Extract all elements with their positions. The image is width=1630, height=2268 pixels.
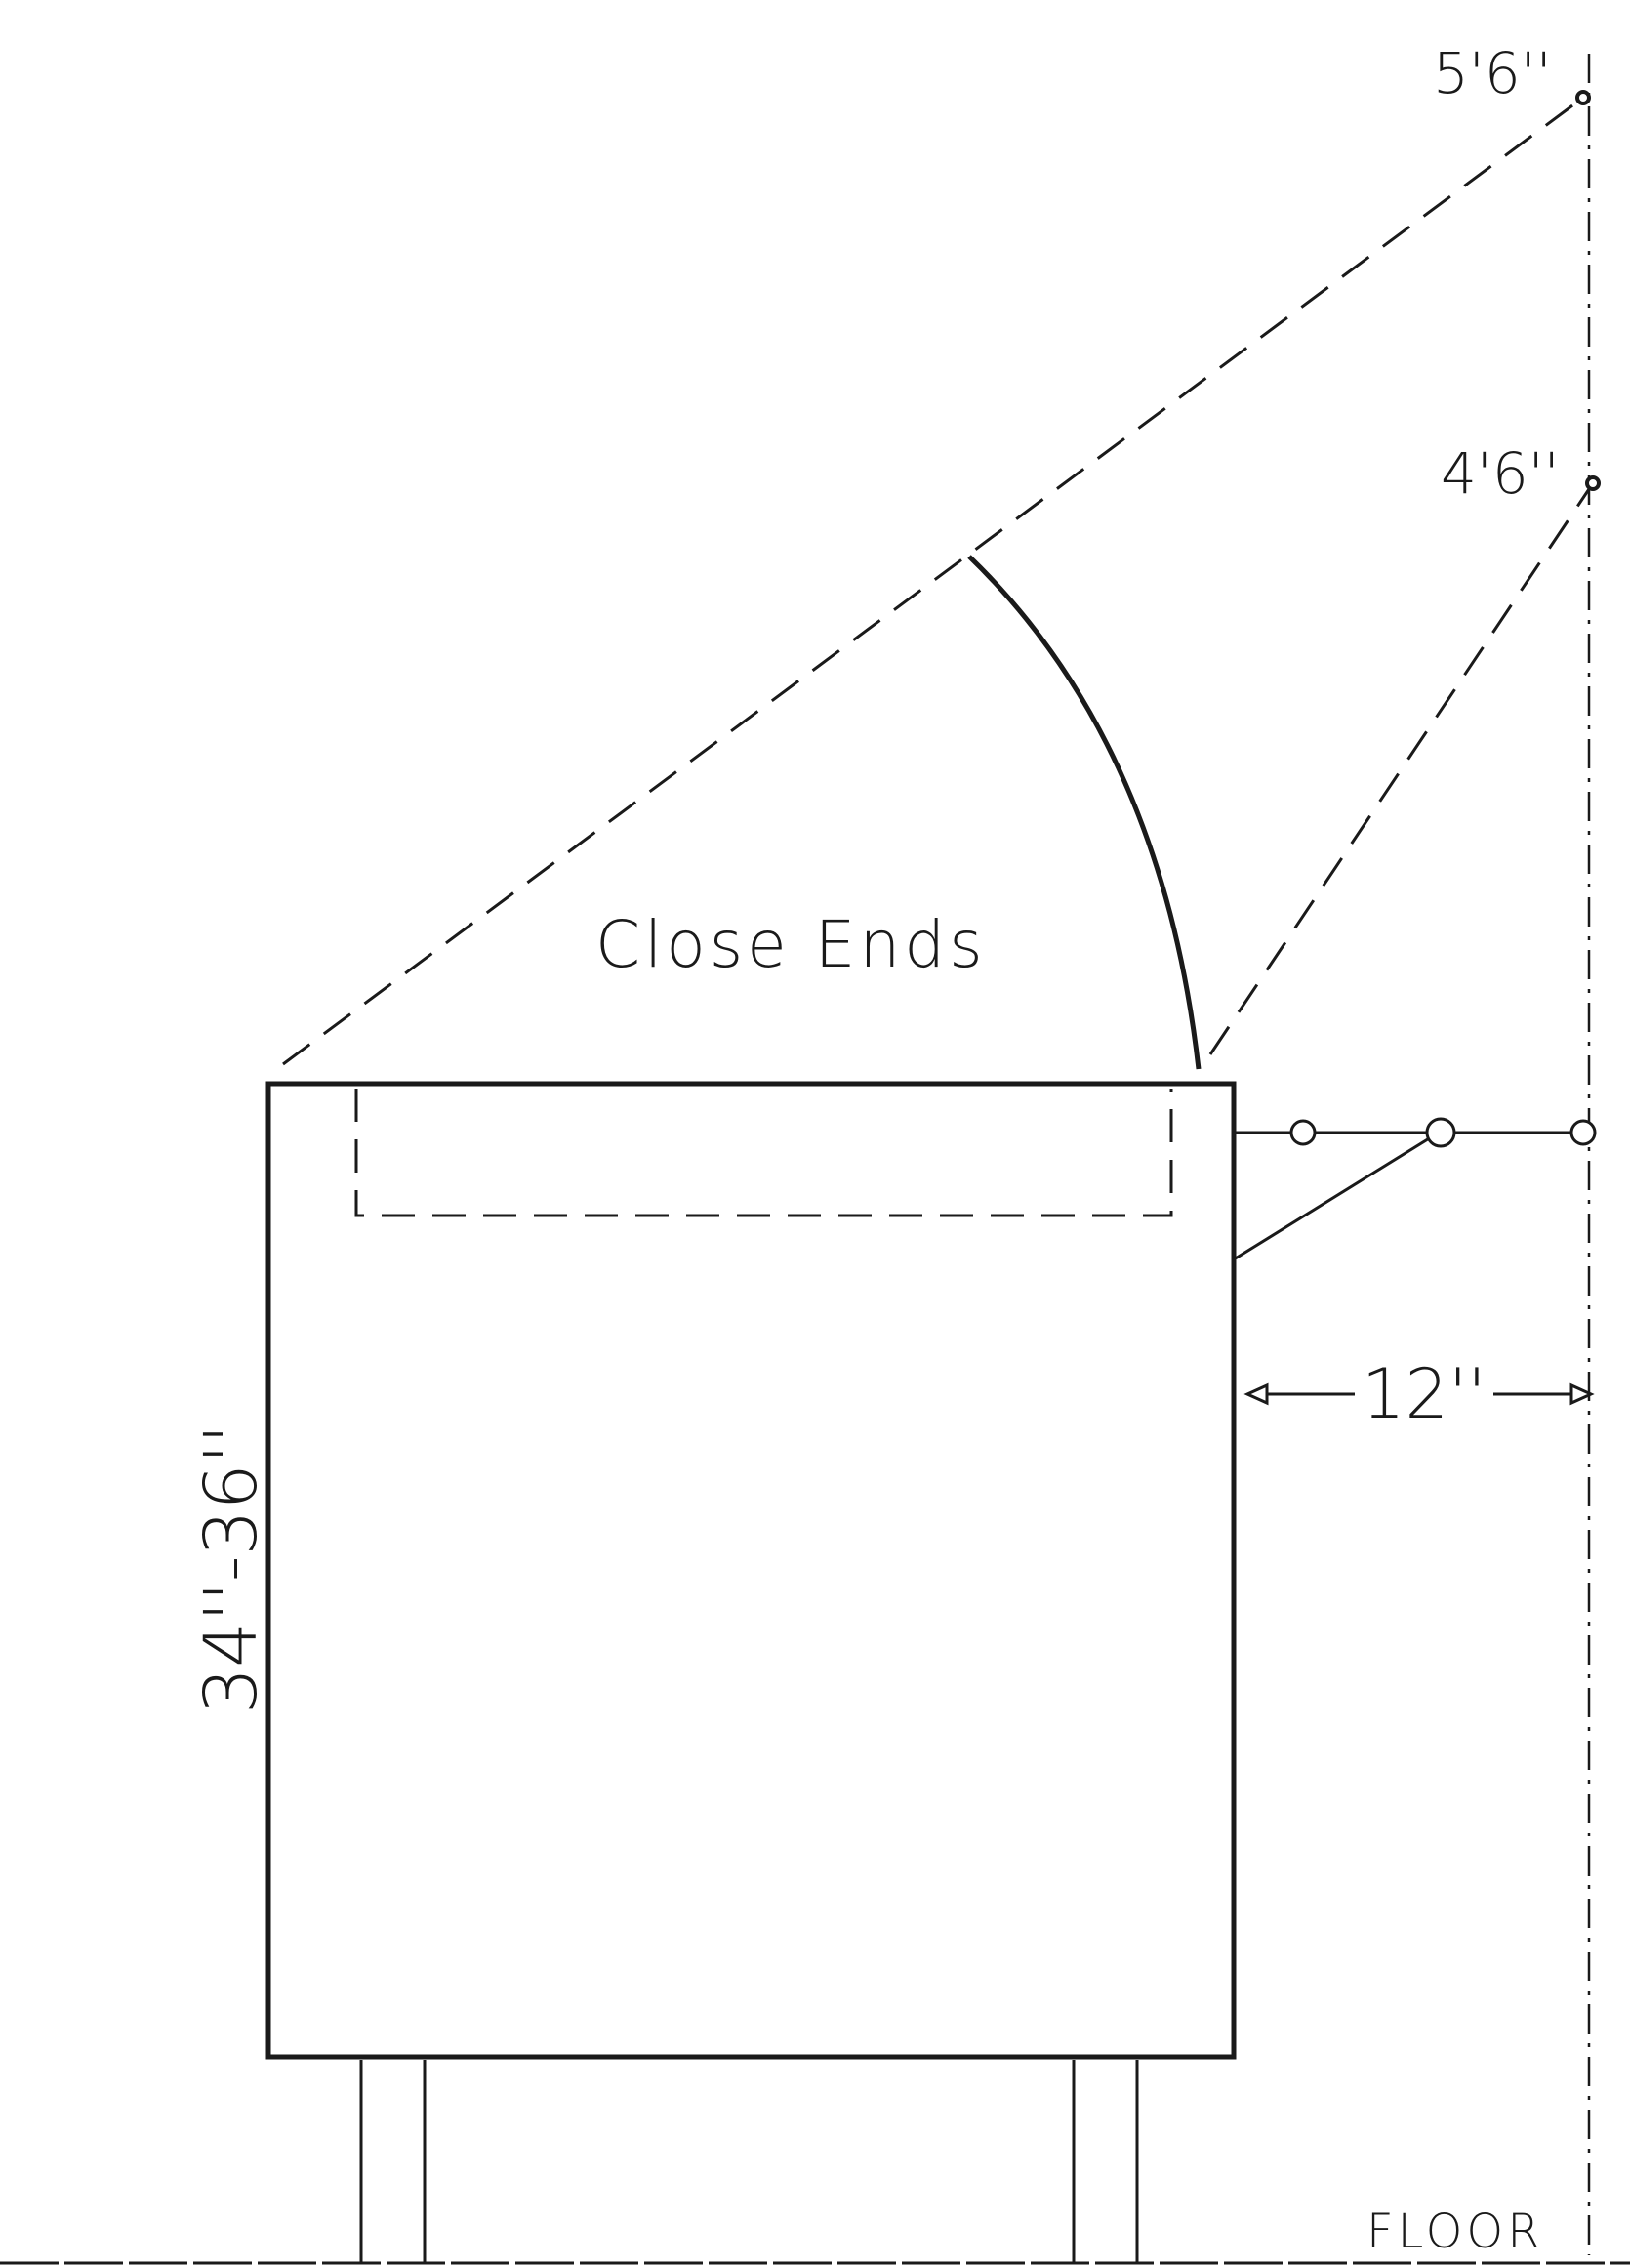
- arrow-right-icon: [1569, 1382, 1595, 1406]
- arrow-left-icon: [1243, 1382, 1269, 1406]
- label-height-upper: 5'6'': [1433, 40, 1552, 106]
- side-bracket: [1233, 1117, 1597, 1261]
- close-ends-arc: [967, 555, 1202, 1070]
- bracket-pivot-2: [1425, 1117, 1456, 1148]
- depth-dimension: [1243, 1382, 1595, 1406]
- label-height-lower: 4'6'': [1441, 440, 1560, 507]
- label-floor: FLOOR: [1366, 2205, 1544, 2259]
- sight-line-upper: [282, 96, 1584, 1066]
- label-depth: 12'': [1362, 1354, 1487, 1434]
- bracket-pivot-3: [1569, 1119, 1597, 1146]
- eye-point-lower: [1585, 475, 1601, 491]
- bracket-arm-diagonal: [1233, 1131, 1440, 1261]
- label-close-ends: Close Ends: [595, 907, 987, 982]
- counter-cabinet: [265, 1081, 1237, 2060]
- recessed-tray-outline: [354, 1089, 1173, 1217]
- bracket-pivot-1: [1289, 1119, 1317, 1146]
- sight-line-lower: [1208, 482, 1595, 1055]
- label-counter-height: 34''-36'': [189, 1424, 273, 1713]
- cabinet-legs: [359, 2060, 1139, 2263]
- eye-point-upper: [1575, 90, 1591, 105]
